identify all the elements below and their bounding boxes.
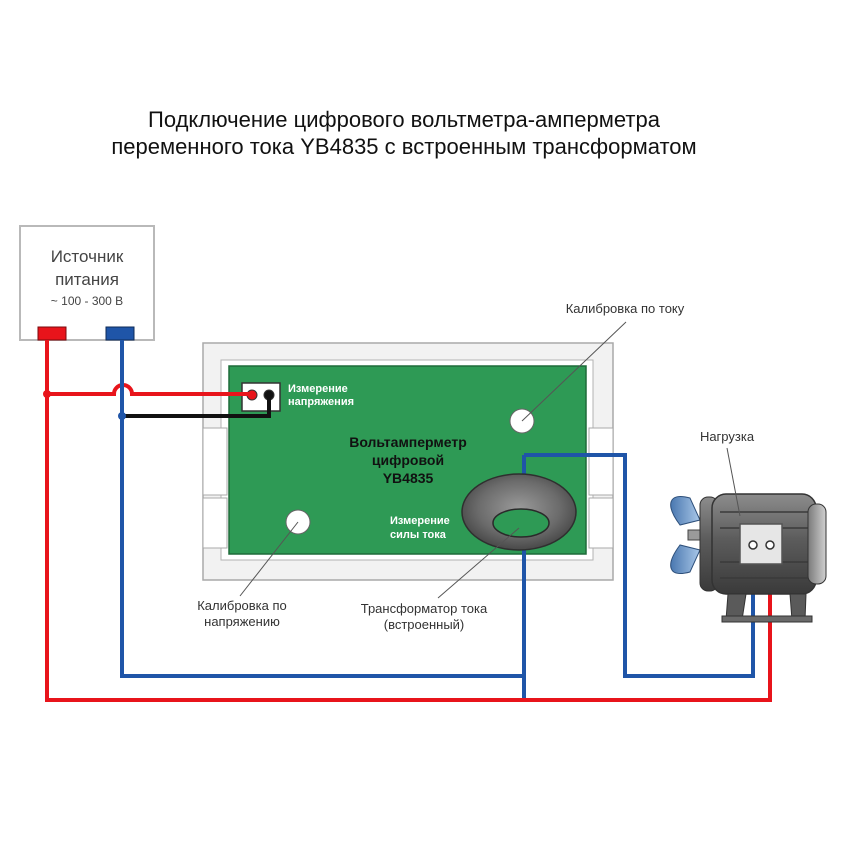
callout-voltage-calibration-line-1: Калибровка по (197, 598, 287, 613)
neutral-wire-main (120, 340, 524, 678)
callout-load: Нагрузка (700, 429, 755, 444)
meter-clip-right-top (588, 427, 614, 496)
power-source-label-line-1: Источник (51, 247, 124, 266)
power-source-range: ~ 100 - 300 В (51, 294, 123, 308)
motor-fan-icon (670, 496, 701, 574)
callout-line-current-calibration (521, 321, 627, 422)
neutral-junction-dot (118, 412, 126, 420)
callout-line-transformer (437, 527, 520, 599)
meter-clip-left-bottom (202, 497, 228, 549)
source-terminal-red (37, 326, 67, 341)
voltage-measure-label-line-1: Измерение (288, 383, 348, 395)
power-source-box (19, 225, 155, 341)
callout-transformer-line-2: (встроенный) (384, 617, 465, 632)
current-transformer-hole (492, 508, 550, 538)
motor-end-cap (807, 503, 827, 585)
callout-line-voltage-calibration (239, 521, 299, 597)
motor-terminal-blue (748, 540, 758, 550)
voltage-measure-label-line-2: напряжения (288, 396, 354, 408)
meter-clip-right-bottom (588, 497, 614, 549)
meter-name-line-1: Вольтамперметр (349, 434, 467, 450)
callout-transformer-line-1: Трансформатор тока (361, 601, 488, 616)
motor-terminal-box (739, 523, 783, 565)
motor-load (670, 493, 827, 623)
signal-wire-to-neutral (122, 395, 271, 418)
callout-voltage-calibration-line-2: напряжению (204, 614, 280, 629)
callout-line-load (726, 447, 741, 517)
source-terminal-blue (105, 326, 135, 341)
meter-name-line-2: цифровой (372, 452, 444, 468)
current-measure-label-line-1: Измерение (390, 515, 450, 527)
title-line-1: Подключение цифрового вольтметра-амперме… (148, 107, 661, 132)
callout-current-calibration: Калибровка по току (566, 301, 685, 316)
neutral-wire-to-load (524, 453, 755, 678)
power-source-label-line-2: питания (55, 270, 119, 289)
meter-clip-left-top (202, 427, 228, 496)
title-line-2: переменного тока YB4835 с встроенным тра… (111, 134, 696, 159)
motor-terminal-red (765, 540, 775, 550)
meter-name-line-3: YB4835 (383, 470, 434, 486)
current-measure-label-line-2: силы тока (390, 529, 447, 541)
phase-junction-dot (43, 390, 51, 398)
motor-base-plate (721, 615, 813, 623)
